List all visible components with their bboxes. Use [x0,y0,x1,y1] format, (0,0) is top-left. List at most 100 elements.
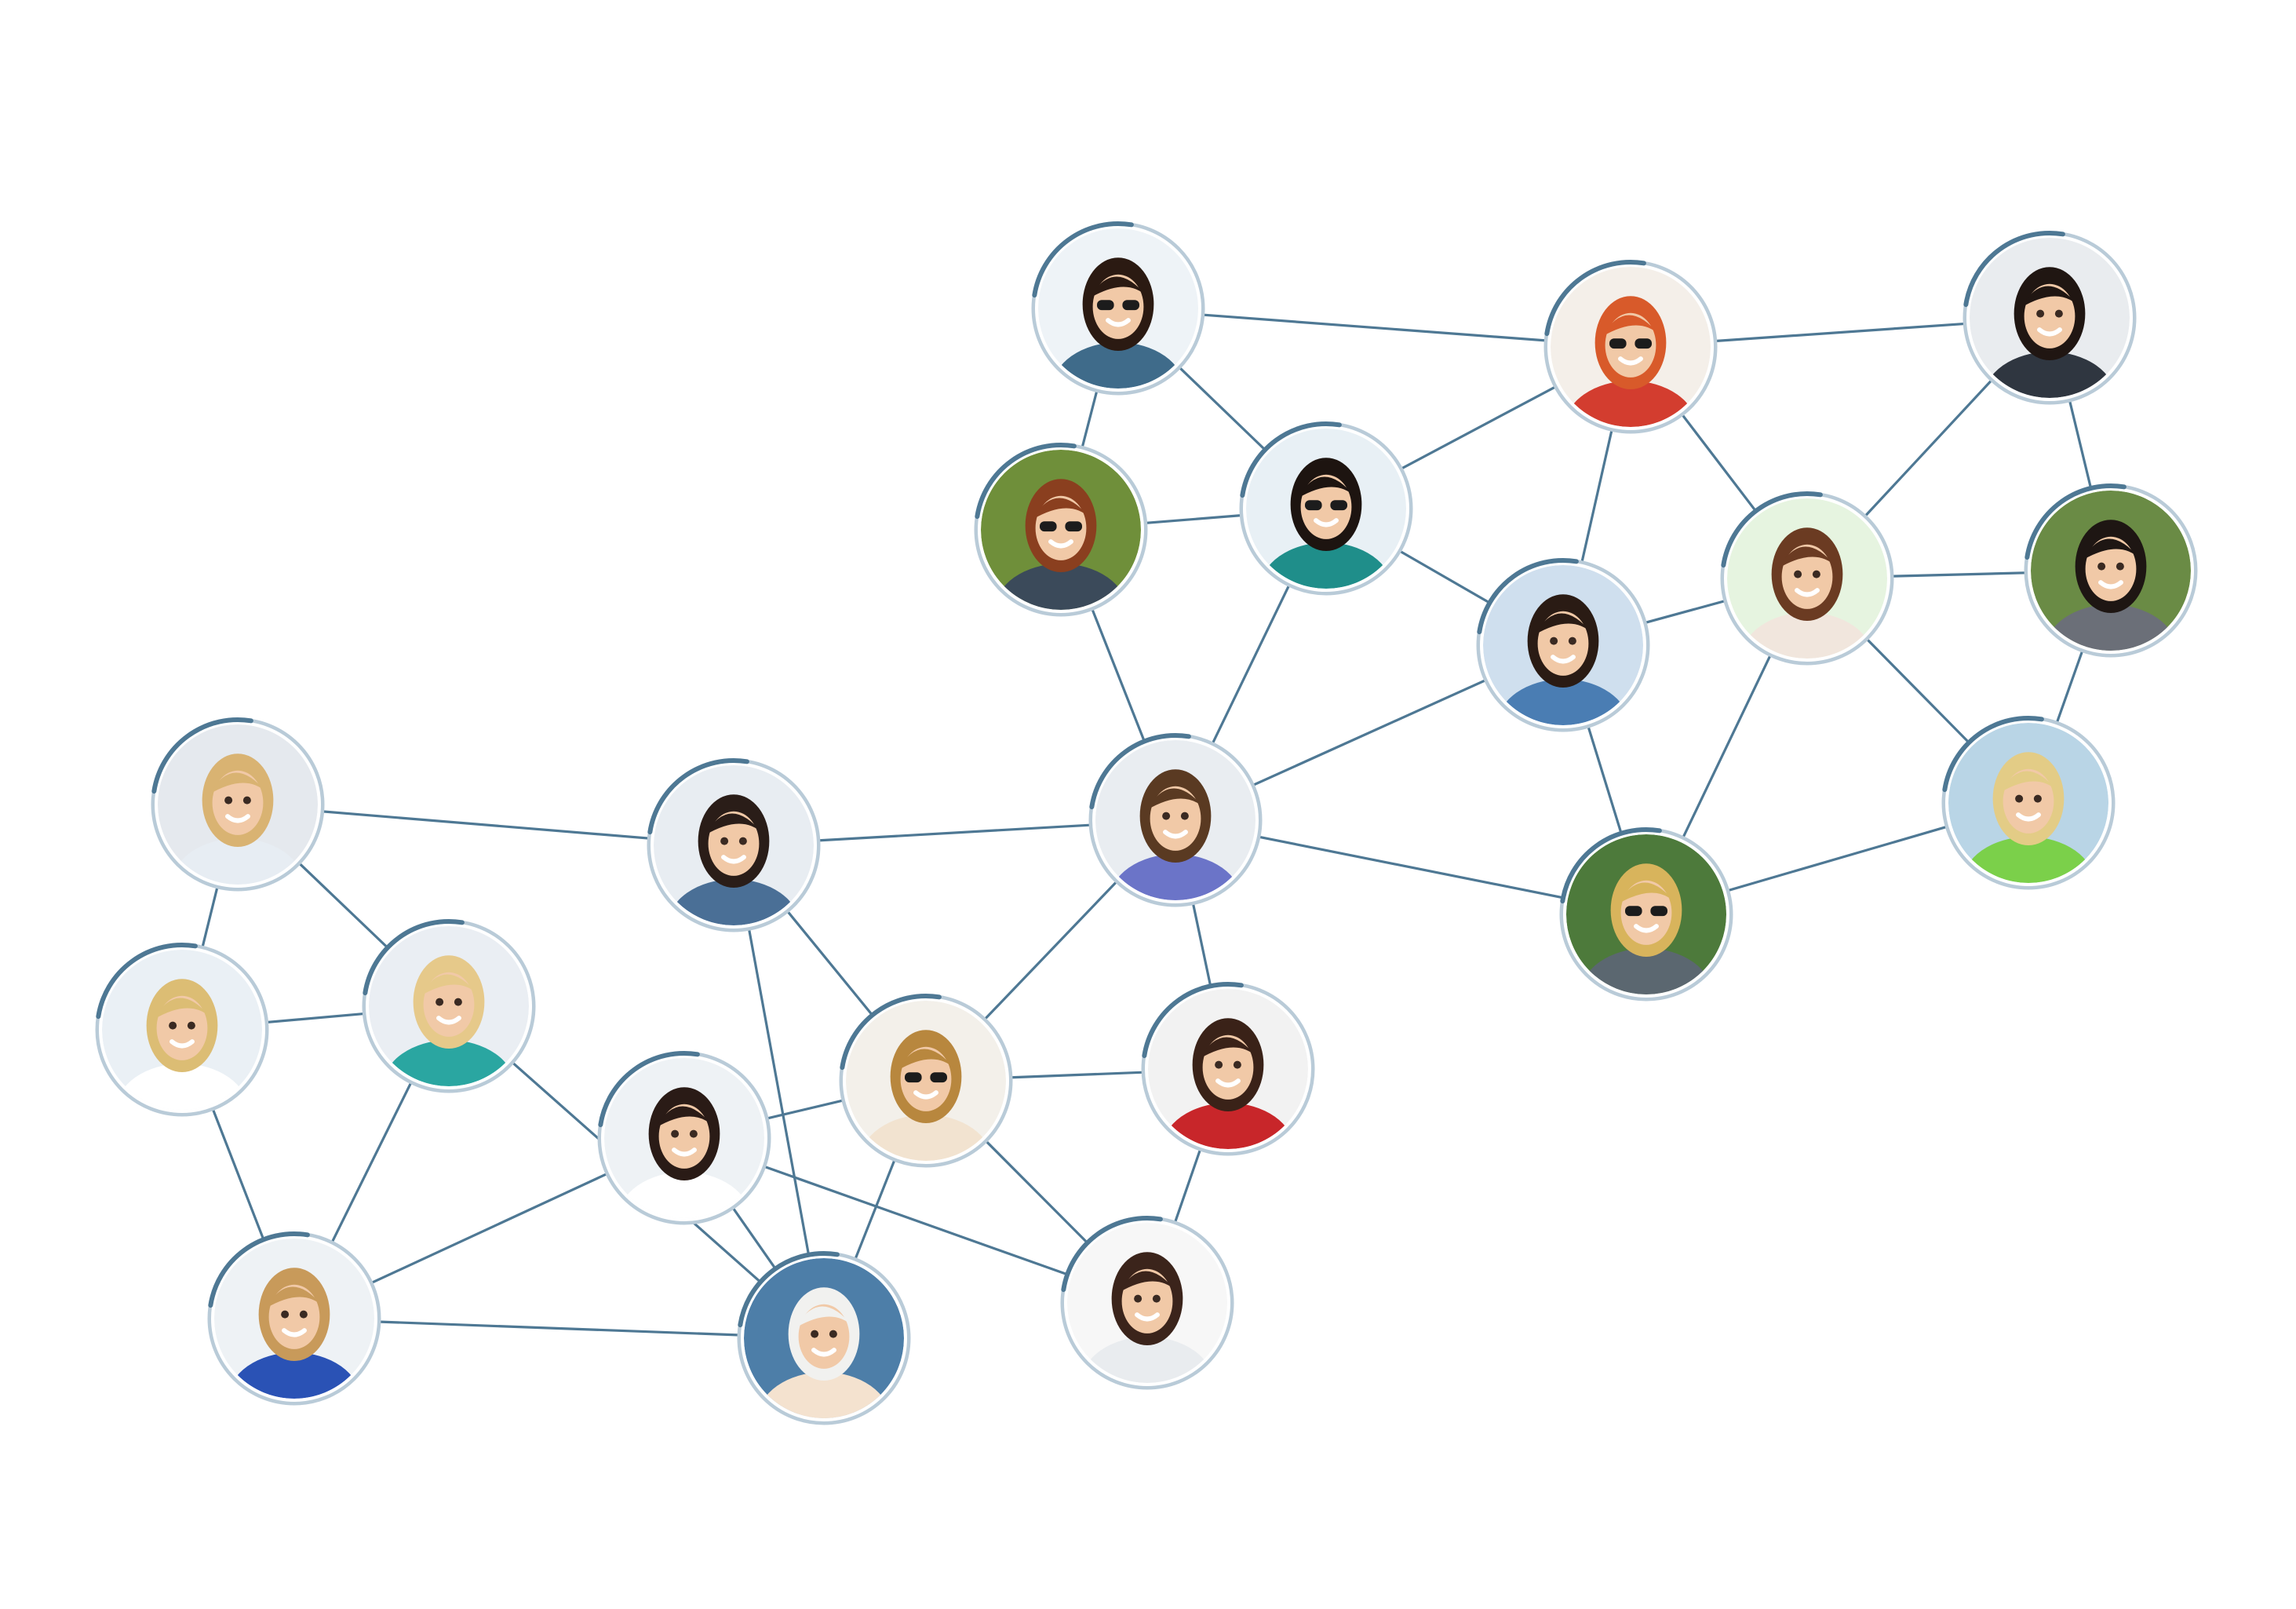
avatar-photo [981,450,1141,610]
avatar-inner-edge [1092,737,1259,903]
smile [169,1039,195,1049]
avatar-ring-accent [647,758,749,835]
profile-node[interactable] [647,758,821,972]
avatar-ring-accent [1477,558,1579,635]
shirt [2044,604,2178,651]
hair-fringe [705,813,763,836]
avatar-ring-accent [208,1231,310,1308]
smile [1314,518,1339,527]
glasses-right-lens [1635,338,1652,349]
avatar-inner-edge [99,947,265,1113]
eye-left [1215,1060,1223,1069]
avatar-ring-accent [1942,716,2044,793]
profile-node[interactable] [1941,716,2116,930]
face [900,1046,952,1111]
avatar-photo [654,765,814,925]
eye-right [1152,1294,1161,1303]
eye-left [1134,1294,1143,1303]
avatar-photo [1551,267,1711,427]
eye-right [242,796,251,804]
eye-right [187,1021,195,1030]
connection-line [293,1317,825,1340]
profile-node[interactable] [1720,491,1894,706]
profile-node[interactable] [1060,1216,1234,1430]
profile-node[interactable] [95,943,269,1157]
eye-right [829,1330,837,1338]
eye-left [1162,812,1171,820]
hair-fringe [1146,788,1204,811]
profile-node[interactable] [737,1251,911,1465]
profile-node[interactable] [597,1051,771,1265]
face [1202,1034,1254,1100]
smile [913,1090,938,1100]
avatar-inner-edge [2028,487,2194,654]
smile [1163,830,1188,839]
avatar-photo [1970,238,2130,398]
profile-node[interactable] [2024,483,2198,698]
avatar-ring-accent [1721,491,1823,568]
shirt [228,1352,361,1399]
hair-fringe [1032,498,1090,520]
smile [1551,655,1576,664]
shirt [1496,679,1630,725]
avatar-photo [1483,565,1643,725]
face [1605,312,1656,378]
profile-node[interactable] [1543,260,1718,474]
profile-node[interactable] [151,717,325,932]
shirt [1051,342,1185,389]
avatar-ring-accent [1032,221,1134,298]
profile-node[interactable] [207,1231,381,1446]
avatar-ring-accent [1240,421,1342,498]
shirt [994,564,1128,610]
avatar-inner-edge [1563,831,1729,998]
avatar-ring-accent [840,994,942,1071]
avatar-photo [604,1058,764,1218]
eye-right [2116,562,2124,571]
profile-node[interactable] [974,443,1148,657]
eye-left [720,837,729,845]
avatar-inner-edge [1480,562,1646,728]
profile-node[interactable] [362,919,536,1133]
smile [2016,812,2041,822]
shirt [1259,542,1393,589]
face [708,811,760,876]
face [1781,544,1833,609]
glasses-right-lens [1065,521,1082,532]
avatar-ring-accent [1061,1216,1163,1293]
smile [1048,539,1073,549]
face [212,770,264,835]
profile-node[interactable] [1559,827,1733,1042]
profile-node[interactable] [1088,733,1263,947]
eye-right [1568,637,1576,645]
eye-left [671,1129,680,1138]
profile-node[interactable] [1031,221,1205,436]
eye-right [1180,812,1189,820]
avatar-inner-edge [211,1235,377,1402]
shirt [1564,381,1697,427]
avatar-inner-edge [1035,225,1201,392]
smile [811,1348,836,1357]
avatar-photo [214,1239,374,1399]
profile-node[interactable] [1476,558,1650,772]
profile-node[interactable] [1963,231,2137,445]
eye-left [811,1330,819,1338]
hair-fringe [1297,476,1355,499]
avatar-inner-edge [843,998,1009,1164]
avatar-ring-accent [151,717,253,794]
face [2085,536,2137,601]
eye-left [169,1021,177,1030]
profile-node[interactable] [1239,421,1413,636]
hair-fringe [1778,546,1836,569]
avatar-ring-accent [1142,982,1244,1059]
avatar-photo [369,926,529,1086]
avatar-photo [1067,1223,1227,1383]
profile-node[interactable] [1141,982,1315,1196]
shirt [1740,612,1874,659]
avatar-inner-edge [1243,425,1409,592]
smile [2098,580,2123,589]
avatar-photo [1727,498,1887,659]
avatar-photo [1148,989,1308,1149]
shirt [667,879,800,925]
profile-node[interactable] [839,994,1013,1208]
avatar-inner-edge [155,721,321,888]
